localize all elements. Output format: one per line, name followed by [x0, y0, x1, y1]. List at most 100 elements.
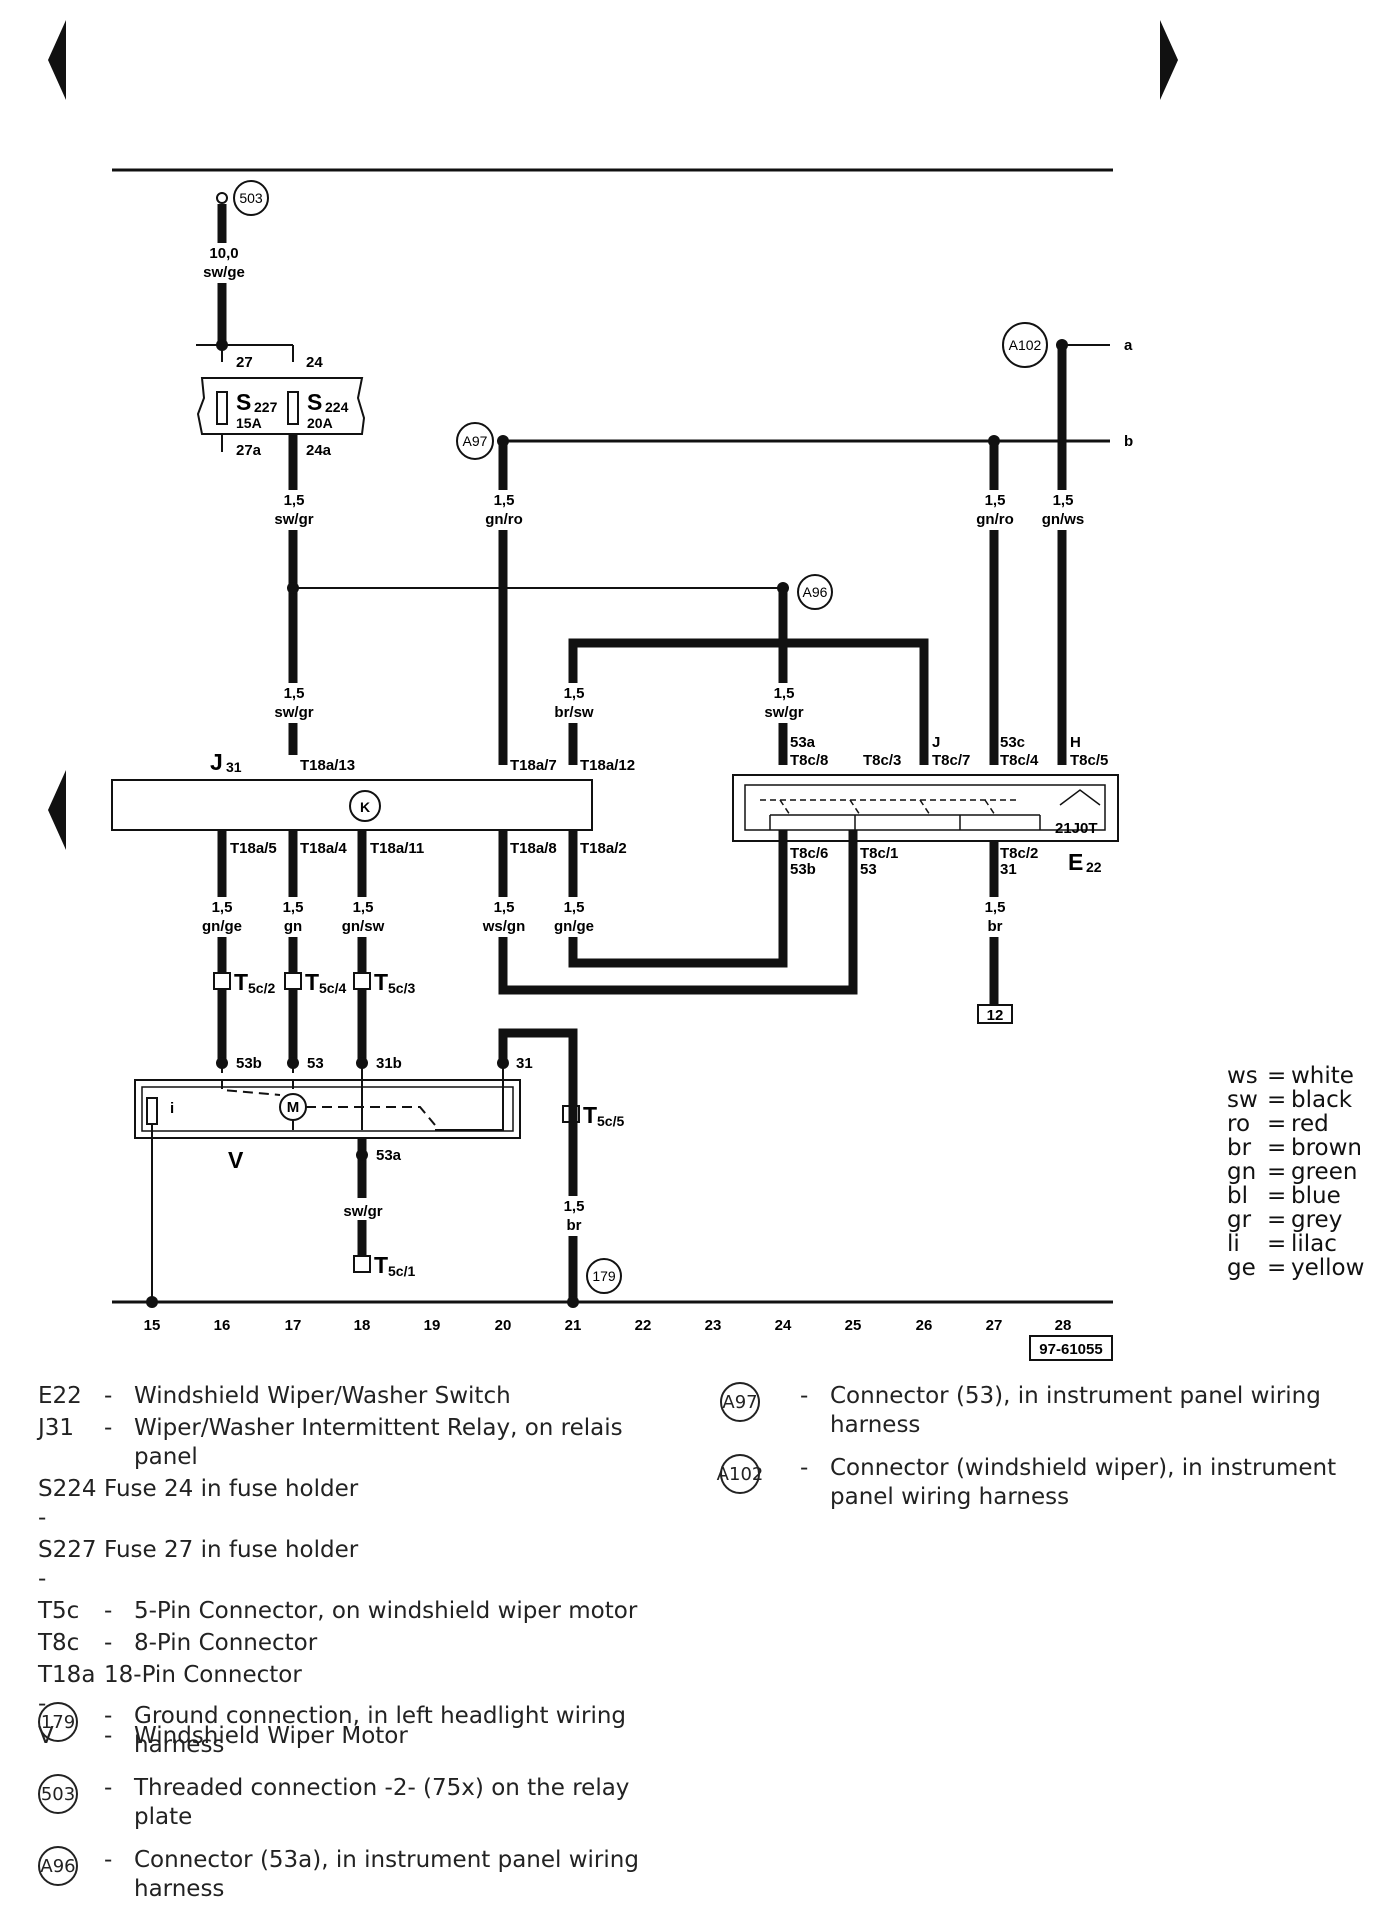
- legend-row: A102-Connector (windshield wiper), in in…: [717, 1454, 1360, 1512]
- legend-text: 18-Pin Connector: [104, 1662, 302, 1688]
- color-legend-row: ro=red: [1227, 1112, 1364, 1136]
- legend-row: 503-Threaded connection -2- (75x) on the…: [38, 1774, 688, 1832]
- svg-text:T8c/5: T8c/5: [1070, 752, 1108, 769]
- svg-text:53b: 53b: [236, 1055, 262, 1072]
- legend-code: S224 -: [38, 1476, 97, 1531]
- svg-text:T8c/8: T8c/8: [790, 752, 828, 769]
- legend-code: 179: [38, 1702, 104, 1760]
- color-legend-row: br=brown: [1227, 1136, 1364, 1160]
- color-legend-row: ge=yellow: [1227, 1256, 1364, 1280]
- svg-text:i: i: [170, 1100, 174, 1117]
- color-abbr: li: [1227, 1231, 1240, 1257]
- svg-text:1,5: 1,5: [494, 492, 515, 509]
- switch-e22-letter: E: [1068, 849, 1083, 875]
- color-name: yellow: [1291, 1255, 1365, 1281]
- ref-12-box: [977, 1004, 1013, 1024]
- wire-31-br: [498, 1028, 578, 1302]
- next-page-arrow-icon[interactable]: [1160, 20, 1178, 100]
- pin-27: 27: [236, 354, 253, 371]
- svg-text:T18a/13: T18a/13: [300, 757, 355, 774]
- wire-size: 10,0: [209, 245, 238, 262]
- svg-text:31b: 31b: [376, 1055, 402, 1072]
- svg-text:T8c/2: T8c/2: [1000, 845, 1038, 862]
- wiring-diagram: 503 10,0 sw/ge 27 24 S 227 15A S 224 20A…: [48, 20, 1178, 1361]
- svg-text:T8c/4: T8c/4: [1000, 752, 1039, 769]
- legend-text: Connector (windshield wiper), in instrum…: [830, 1455, 1337, 1510]
- legend-text: Wiper/Washer Intermittent Relay, on rela…: [134, 1415, 623, 1470]
- svg-text:T: T: [374, 969, 388, 995]
- fuse-s227-symbol: [216, 391, 228, 425]
- legend-row: J31-Wiper/Washer Intermittent Relay, on …: [38, 1414, 688, 1472]
- color-legend-row: gr=grey: [1227, 1208, 1364, 1232]
- svg-text:T: T: [305, 969, 319, 995]
- legend-dash: -: [104, 1598, 113, 1624]
- legend-row: S227 -Fuse 27 in fuse holder: [38, 1536, 688, 1594]
- legend-row: T5c-5-Pin Connector, on windshield wiper…: [38, 1597, 688, 1626]
- fuse-s227-number: 227: [254, 399, 278, 415]
- relay-j31-letter: J: [210, 749, 223, 775]
- legend-text: Connector (53a), in instrument panel wir…: [134, 1847, 639, 1902]
- motor-v-inner: [141, 1086, 514, 1132]
- svg-text:T18a/2: T18a/2: [580, 840, 627, 857]
- svg-text:H: H: [1070, 734, 1081, 751]
- legend-row: A96-Connector (53a), in instrument panel…: [38, 1846, 688, 1904]
- switch-e22-inner: [744, 784, 1106, 831]
- svg-text:sw/gr: sw/gr: [274, 511, 313, 528]
- circled-legend: 179-Ground connection, in left headlight…: [38, 1702, 688, 1918]
- connector-503-label: 503: [239, 190, 263, 206]
- legend-text: Fuse 27 in fuse holder: [104, 1537, 359, 1563]
- svg-text:M: M: [287, 1099, 300, 1116]
- fuse-holder-box: [196, 377, 366, 435]
- svg-text:T8c/3: T8c/3: [863, 752, 901, 769]
- svg-text:T18a/5: T18a/5: [230, 840, 277, 857]
- legend-code: T8c: [38, 1630, 80, 1656]
- fuse-s224-rating: 20A: [307, 415, 333, 431]
- legend-dash: -: [104, 1630, 113, 1656]
- svg-text:179: 179: [592, 1268, 616, 1284]
- track-number: 19: [424, 1317, 441, 1334]
- svg-text:1,5: 1,5: [564, 1198, 585, 1215]
- svg-text:1,5: 1,5: [564, 685, 585, 702]
- legend-text: Windshield Wiper Motor: [134, 1723, 408, 1749]
- legend-row: T18a -18-Pin Connector: [38, 1661, 688, 1719]
- legend-circle-icon: 179: [38, 1702, 78, 1742]
- svg-text:53c: 53c: [1000, 734, 1025, 751]
- prev-section-arrow-icon[interactable]: [48, 770, 66, 850]
- svg-text:gn/ro: gn/ro: [976, 511, 1014, 528]
- legend-dash: -: [104, 1723, 113, 1749]
- svg-text:53a: 53a: [376, 1147, 402, 1164]
- track-number: 17: [285, 1317, 302, 1334]
- svg-text:53b: 53b: [790, 861, 816, 878]
- equals-sign: =: [1267, 1207, 1287, 1233]
- svg-text:1,5: 1,5: [564, 899, 585, 916]
- track-number: 23: [705, 1317, 722, 1334]
- diagram-code-box: [1029, 1335, 1113, 1361]
- legend-dash: -: [104, 1847, 113, 1873]
- relay-j31-number: 31: [226, 759, 242, 775]
- switch-contacts: [760, 799, 1020, 816]
- svg-text:53: 53: [860, 861, 877, 878]
- svg-text:T8c/6: T8c/6: [790, 845, 828, 862]
- color-abbr: gn: [1227, 1159, 1257, 1185]
- svg-text:T18a/7: T18a/7: [510, 757, 557, 774]
- svg-text:1,5: 1,5: [284, 492, 305, 509]
- prev-page-arrow-icon[interactable]: [48, 20, 66, 100]
- color-name: red: [1291, 1111, 1329, 1137]
- legend-text: Connector (53), in instrument panel wiri…: [830, 1383, 1321, 1438]
- relay-k-symbol: [349, 790, 381, 822]
- svg-text:T: T: [234, 969, 248, 995]
- equals-sign: =: [1267, 1111, 1287, 1137]
- svg-text:ws/gn: ws/gn: [482, 918, 526, 935]
- track-number: 22: [635, 1317, 652, 1334]
- connector-a102-circle: [1002, 322, 1048, 368]
- track-number: 20: [495, 1317, 512, 1334]
- equals-sign: =: [1267, 1159, 1287, 1185]
- color-name: blue: [1291, 1183, 1341, 1209]
- svg-text:A102: A102: [1009, 337, 1042, 353]
- legend-row: V-Windshield Wiper Motor: [38, 1722, 688, 1751]
- equals-sign: =: [1267, 1183, 1287, 1209]
- svg-text:br: br: [988, 918, 1003, 935]
- track-number: 24: [775, 1317, 792, 1334]
- track-number: 16: [214, 1317, 231, 1334]
